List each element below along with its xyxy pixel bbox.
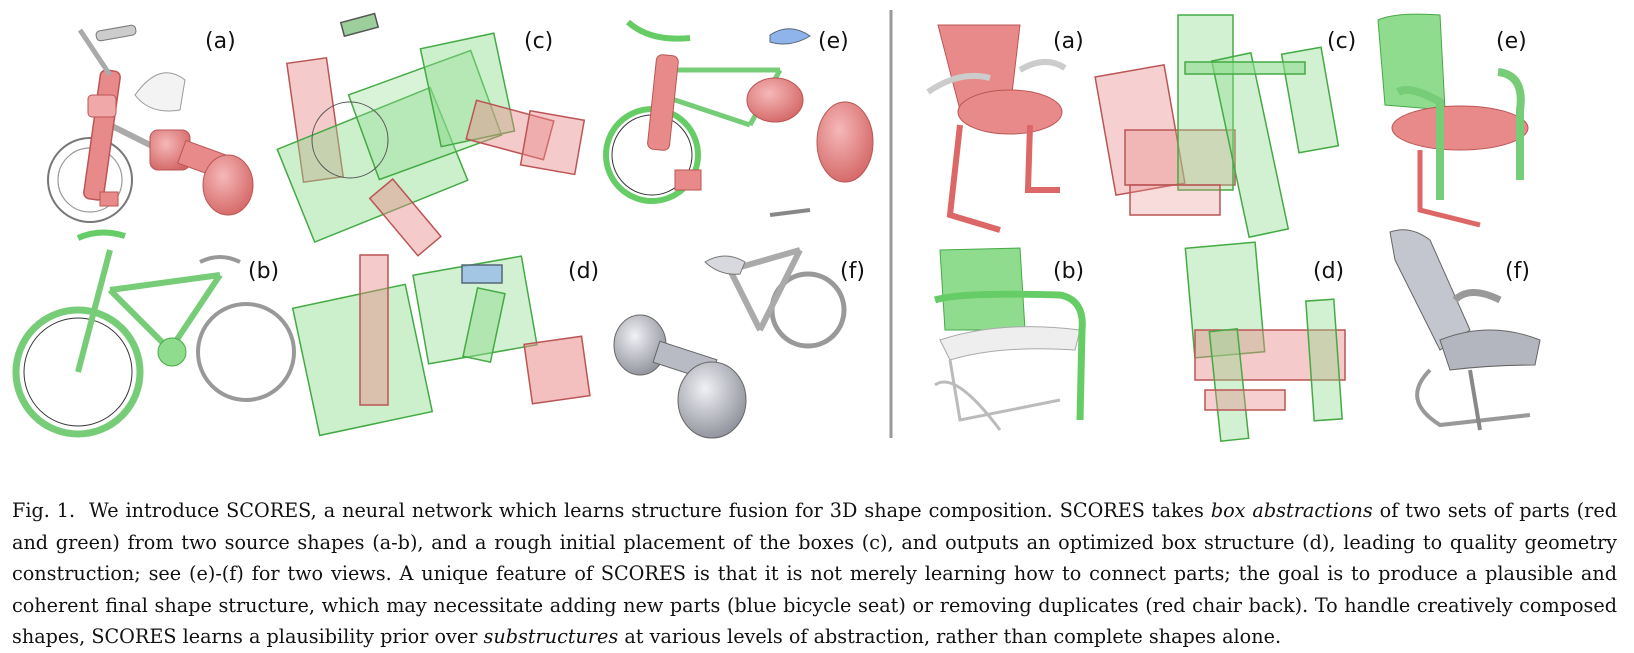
chair-b-green-chair: [933, 247, 1086, 431]
caption-emphasis-box-abstractions: box abstractions: [1210, 499, 1373, 522]
chair-label-d: (d): [1313, 259, 1344, 284]
bike-label-b: (b): [248, 259, 279, 284]
caption-text-3: at various levels of abstraction, rather…: [618, 625, 1282, 648]
figure-caption: Fig. 1. We introduce SCORES, a neural ne…: [12, 495, 1617, 653]
bike-f-result-view2: [613, 208, 847, 439]
teaser-figure: (a) (c) (e) (b: [12, 10, 1541, 442]
caption-prefix: Fig. 1.: [12, 499, 76, 522]
bike-label-a: (a): [205, 29, 236, 54]
bike-e-result: [603, 19, 874, 204]
chair-label-e: (e): [1496, 29, 1527, 54]
caption-text-2: of two sets of parts (red and green) fro…: [12, 499, 1617, 648]
chair-d-optimized-boxes: [1184, 241, 1346, 442]
chair-e-result: [1377, 13, 1529, 228]
bike-c-initial-boxes: [276, 12, 586, 257]
bike-b-bicycle: [12, 229, 296, 438]
chair-label-c: (c): [1327, 29, 1356, 54]
bike-label-d: (d): [568, 259, 599, 284]
chair-label-a: (a): [1053, 29, 1084, 54]
chair-c-initial-boxes: [1094, 14, 1340, 239]
bike-label-c: (c): [524, 29, 553, 54]
bike-a-tricycle: [47, 24, 254, 223]
caption-text-1: We introduce SCORES, a neural network wh…: [89, 499, 1211, 522]
chair-a-red-chair: [926, 24, 1067, 233]
chair-label-b: (b): [1053, 259, 1084, 284]
bike-d-optimized-boxes: [291, 254, 591, 437]
bike-label-f: (f): [840, 259, 865, 284]
bike-label-e: (e): [818, 29, 849, 54]
caption-emphasis-substructures: substructures: [483, 625, 619, 648]
chair-label-f: (f): [1505, 259, 1530, 284]
chair-f-result-view2: [1389, 229, 1541, 431]
